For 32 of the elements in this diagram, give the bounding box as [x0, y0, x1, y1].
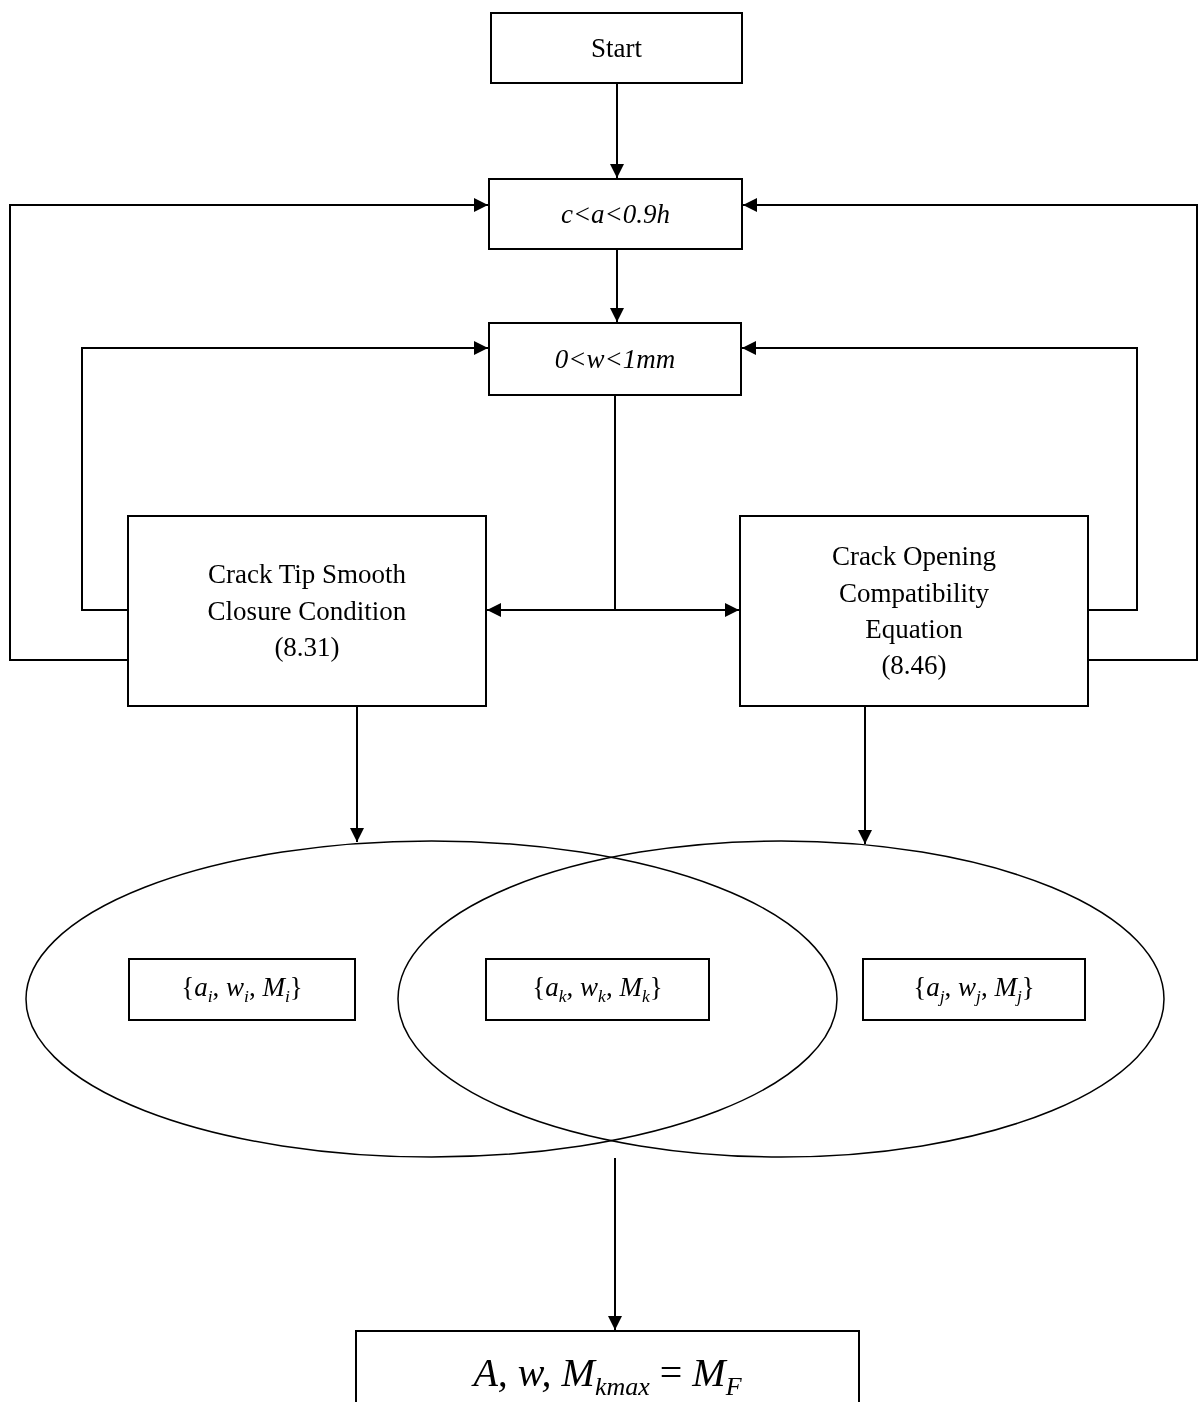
result-box: [355, 1330, 860, 1402]
process-box: [739, 515, 1089, 707]
arrow: [608, 1157, 622, 1331]
box-label: A, w, M$_{kmax}$ = M$_{F}$: [473, 1348, 742, 1402]
arrow: [741, 341, 1138, 611]
arrow: [350, 706, 364, 843]
start-box: [490, 12, 743, 84]
box-label: 0<w<1mm: [554, 342, 676, 376]
arrow: [9, 198, 489, 661]
equation-number: (8.46): [881, 649, 947, 683]
condition-box: [488, 322, 742, 396]
arrow: [81, 341, 489, 611]
box-label: Start: [591, 31, 642, 65]
set-box: [862, 958, 1086, 1021]
arrow: [742, 198, 1198, 661]
set-ellipse: [25, 840, 838, 1158]
set-box: [128, 958, 356, 1021]
box-label: Crack Opening Compatibility Equation: [830, 540, 998, 646]
condition-box: [488, 178, 743, 250]
process-box: [127, 515, 487, 707]
arrow: [610, 249, 624, 323]
arrow: [614, 395, 740, 617]
set-box: [485, 958, 710, 1021]
box-label: Crack Tip Smooth Closure Condition: [206, 558, 408, 628]
box-label: {a$_{j}$, w$_{j}$, M$_{j}$}: [913, 971, 1035, 1009]
equation-number: (8.31): [274, 631, 340, 665]
set-ellipse: [397, 840, 1165, 1158]
box-label: {a$_{i}$, w$_{i}$, M$_{i}$}: [181, 971, 303, 1009]
arrow: [858, 706, 872, 845]
box-label: {a$_{k}$, w$_{k}$, M$_{k}$}: [532, 971, 663, 1009]
box-label: c<a<0.9h: [560, 197, 671, 231]
arrow: [610, 83, 624, 179]
